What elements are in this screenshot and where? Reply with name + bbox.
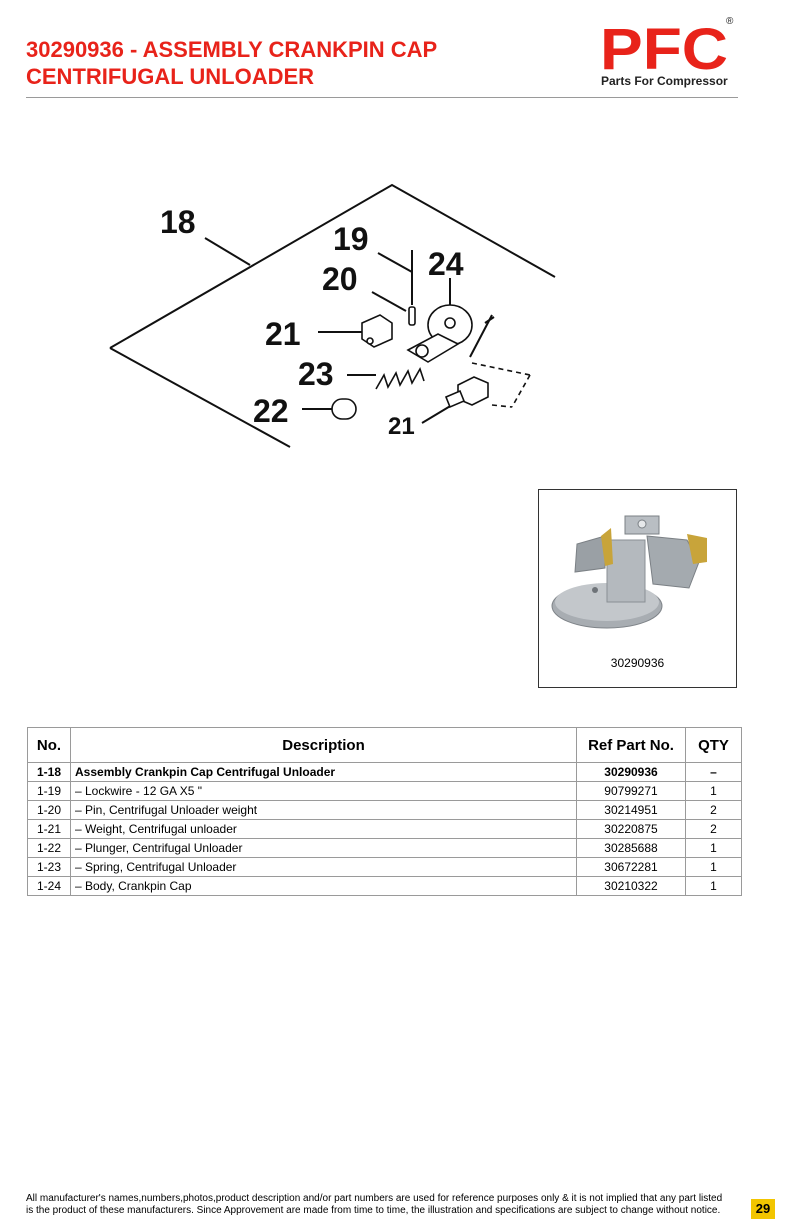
cell-qty: 2 [685,800,742,820]
callout-22: 22 [253,393,289,429]
table-row: 1-21 – Weight, Centrifugal unloader 3022… [27,819,742,839]
registered-mark: ® [726,16,734,27]
cap-clamp [415,344,429,358]
weight-top-pin [366,337,374,345]
table-header-row: No. Description Ref Part No. QTY [27,727,742,763]
photo-hole-left [592,587,598,593]
cell-description: – Lockwire - 12 GA X5 " [70,781,577,801]
photo-clamp-bolt [637,519,647,529]
photo-weight-right [646,535,700,589]
leader-21-bottom [421,404,453,424]
table-row: 1-20 – Pin, Centrifugal Unloader weight … [27,800,742,820]
table-row: 1-19 – Lockwire - 12 GA X5 " 90799271 1 [27,781,742,801]
header-ref-part-no: Ref Part No. [576,727,686,763]
leader-19 [377,252,413,273]
cell-ref: 30214951 [576,800,686,820]
diagram-linework [109,183,556,448]
cell-description: – Pin, Centrifugal Unloader weight [70,800,577,820]
cell-qty: – [685,762,742,782]
cell-description: – Body, Crankpin Cap [70,876,577,896]
page-number: 29 [751,1199,775,1219]
guide-dash-2 [511,374,531,408]
leader-20 [371,291,407,312]
disclaimer-line-2: is the product of these manufacturers. S… [26,1205,721,1216]
cell-ref: 30285688 [576,838,686,858]
callout-24: 24 [428,246,464,282]
guide-dash-1 [471,362,531,376]
table-row: 1-24 – Body, Crankpin Cap 30210322 1 [27,876,742,896]
guide-line-right [469,314,493,358]
cell-no: 1-23 [27,857,71,877]
product-photo [551,515,707,629]
cell-ref: 30290936 [576,762,686,782]
cell-ref: 30220875 [576,819,686,839]
cell-description: Assembly Crankpin Cap Centrifugal Unload… [70,762,577,782]
table-row: 1-18 Assembly Crankpin Cap Centrifugal U… [27,762,742,782]
title-line-2: CENTRIFUGAL UNLOADER [26,64,315,89]
callout-21-top: 21 [265,316,301,352]
photo-column [606,539,646,603]
cell-qty: 1 [685,857,742,877]
cell-ref: 30210322 [576,876,686,896]
page-title: 30290936 - ASSEMBLY CRANKPIN CAP CENTRIF… [26,36,586,90]
callout-20: 20 [322,261,358,297]
table-row: 1-22 – Plunger, Centrifugal Unloader 302… [27,838,742,858]
callout-23: 23 [298,356,334,392]
pfc-logo-wordmark: PFC [600,17,728,82]
photo-weight-left [574,535,606,573]
cell-no: 1-19 [27,781,71,801]
disclaimer-line-1: All manufacturer's names,numbers,photos,… [26,1193,723,1204]
pin-part [408,306,416,326]
assembly-bracket [109,183,556,349]
weight-bottom-arm [444,389,466,409]
assembly-lower-line [109,347,291,448]
disclaimer: All manufacturer's names,numbers,photos,… [26,1193,748,1217]
cell-ref: 30672281 [576,857,686,877]
cell-qty: 1 [685,876,742,896]
cell-description: – Weight, Centrifugal unloader [70,819,577,839]
product-photo-frame: 30290936 [538,489,737,688]
callout-19: 19 [333,221,369,257]
diagram-guide-dashes [471,362,531,408]
cell-description: – Spring, Centrifugal Unloader [70,857,577,877]
pfc-logo: PFC ® [600,16,734,82]
cell-qty: 2 [685,819,742,839]
body-hole [444,317,456,329]
photo-caption: 30290936 [610,656,665,670]
cell-no: 1-24 [27,876,71,896]
header-description: Description [70,727,577,763]
leader-18 [204,237,251,266]
spring-coil [375,367,425,390]
cell-no: 1-18 [27,762,71,782]
cell-ref: 90799271 [576,781,686,801]
exploded-diagram: 18 19 20 24 21 23 22 21 [109,183,556,448]
plunger-part [331,398,357,420]
header-qty: QTY [685,727,742,763]
table-row: 1-23 – Spring, Centrifugal Unloader 3067… [27,857,742,877]
header-divider [26,97,738,98]
cell-no: 1-21 [27,819,71,839]
parts-table: No. Description Ref Part No. QTY 1-18 As… [27,727,742,896]
logo-tagline: Parts For Compressor [601,74,728,88]
callout-18: 18 [160,204,196,240]
header-no: No. [27,727,71,763]
title-line-1: 30290936 - ASSEMBLY CRANKPIN CAP [26,37,438,62]
photo-weight-left-tip [601,528,613,566]
photo-weight-right-tip [687,534,707,564]
cell-no: 1-20 [27,800,71,820]
cell-no: 1-22 [27,838,71,858]
cell-qty: 1 [685,838,742,858]
cell-qty: 1 [685,781,742,801]
callout-21-bottom: 21 [388,413,415,440]
guide-dash-3 [491,404,513,408]
diagram-parts [331,304,489,420]
cell-description: – Plunger, Centrifugal Unloader [70,838,577,858]
guide-tick [484,316,495,324]
